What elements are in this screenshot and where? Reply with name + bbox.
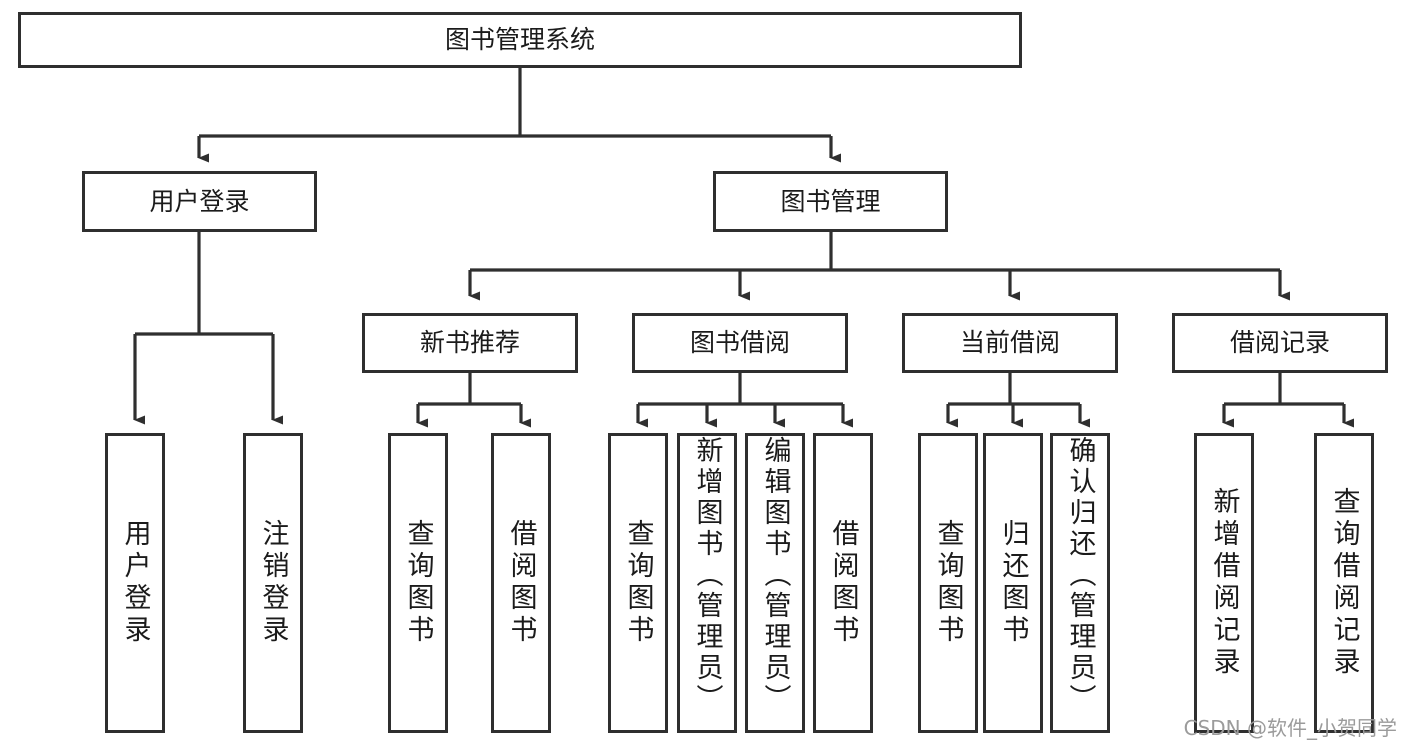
leaf-book-borrow-query[interactable]: 查询图书 bbox=[608, 433, 668, 733]
leaf-borrow-record-query-label: 查询借阅记录 bbox=[1328, 487, 1360, 679]
node-current-borrow-label: 当前借阅 bbox=[959, 328, 1060, 357]
leaf-book-borrow-edit[interactable]: 编辑图书（管理员） bbox=[745, 433, 805, 733]
leaf-new-book-query-label: 查询图书 bbox=[402, 519, 434, 647]
leaf-borrow-record-query[interactable]: 查询借阅记录 bbox=[1314, 433, 1374, 733]
node-user-login[interactable]: 用户登录 bbox=[82, 171, 317, 232]
node-borrow-record[interactable]: 借阅记录 bbox=[1172, 313, 1388, 373]
node-current-borrow[interactable]: 当前借阅 bbox=[902, 313, 1118, 373]
node-borrow-record-label: 借阅记录 bbox=[1229, 328, 1330, 357]
leaf-book-borrow-borrow-label: 借阅图书 bbox=[827, 519, 859, 647]
leaf-user-login-login[interactable]: 用户登录 bbox=[105, 433, 165, 733]
leaf-borrow-record-add[interactable]: 新增借阅记录 bbox=[1194, 433, 1254, 733]
leaf-new-book-borrow-label: 借阅图书 bbox=[505, 519, 537, 647]
node-book-borrow-label: 图书借阅 bbox=[689, 328, 790, 357]
node-book-manage[interactable]: 图书管理 bbox=[713, 171, 948, 232]
leaf-current-borrow-confirm[interactable]: 确认归还（管理员） bbox=[1050, 433, 1110, 733]
leaf-borrow-record-add-label: 新增借阅记录 bbox=[1208, 487, 1240, 679]
leaf-new-book-query[interactable]: 查询图书 bbox=[388, 433, 448, 733]
node-new-book-recommend[interactable]: 新书推荐 bbox=[362, 313, 578, 373]
leaf-book-borrow-query-label: 查询图书 bbox=[622, 519, 654, 647]
leaf-book-borrow-add-label: 新增图书（管理员） bbox=[691, 436, 723, 715]
node-root-system-label: 图书管理系统 bbox=[444, 25, 595, 54]
leaf-current-borrow-confirm-label: 确认归还（管理员） bbox=[1064, 436, 1096, 715]
watermark-text: CSDN @软件_小贺同学 bbox=[1183, 716, 1397, 740]
leaf-current-borrow-return-label: 归还图书 bbox=[997, 519, 1029, 647]
leaf-book-borrow-borrow[interactable]: 借阅图书 bbox=[813, 433, 873, 733]
leaf-user-login-logout[interactable]: 注销登录 bbox=[243, 433, 303, 733]
node-root-system[interactable]: 图书管理系统 bbox=[18, 12, 1022, 68]
node-new-book-recommend-label: 新书推荐 bbox=[419, 328, 520, 357]
leaf-user-login-login-label: 用户登录 bbox=[119, 519, 151, 647]
leaf-new-book-borrow[interactable]: 借阅图书 bbox=[491, 433, 551, 733]
leaf-current-borrow-query-label: 查询图书 bbox=[932, 519, 964, 647]
leaf-current-borrow-return[interactable]: 归还图书 bbox=[983, 433, 1043, 733]
node-book-borrow[interactable]: 图书借阅 bbox=[632, 313, 848, 373]
node-book-manage-label: 图书管理 bbox=[780, 186, 881, 216]
leaf-user-login-logout-label: 注销登录 bbox=[257, 519, 289, 647]
leaf-book-borrow-add[interactable]: 新增图书（管理员） bbox=[677, 433, 737, 733]
leaf-current-borrow-query[interactable]: 查询图书 bbox=[918, 433, 978, 733]
node-user-login-label: 用户登录 bbox=[149, 186, 250, 216]
leaf-book-borrow-edit-label: 编辑图书（管理员） bbox=[759, 436, 791, 715]
